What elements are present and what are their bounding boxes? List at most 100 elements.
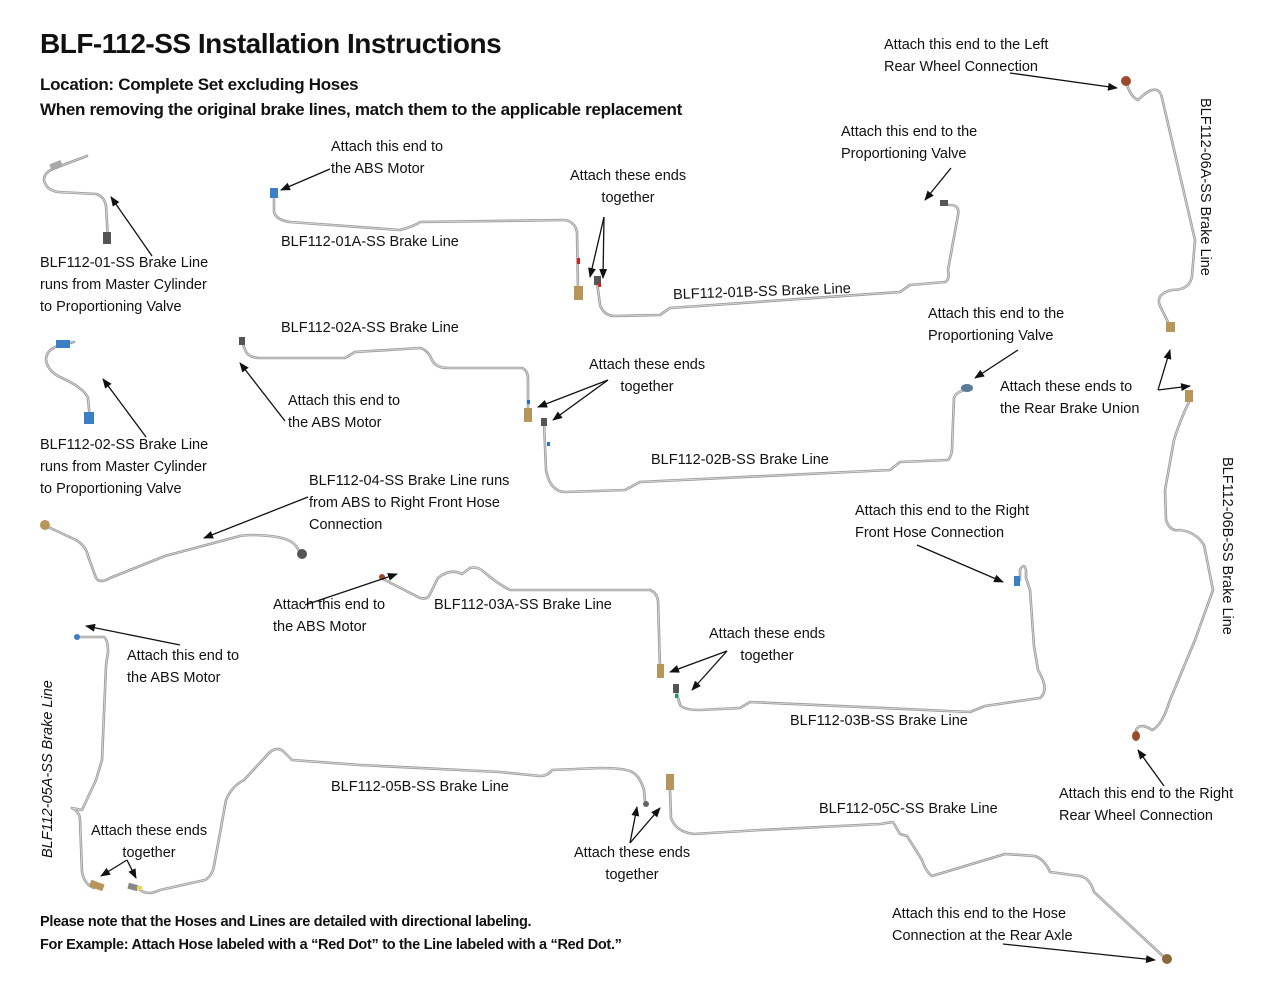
brake-line-03b bbox=[673, 564, 1046, 714]
fitting-blue bbox=[74, 634, 80, 640]
fitting-blue bbox=[56, 340, 70, 348]
label-05a-abs-motor: Attach this end to the ABS Motor bbox=[127, 648, 240, 686]
fitting bbox=[940, 200, 948, 206]
fitting bbox=[961, 384, 973, 392]
fitting-blue bbox=[1014, 576, 1020, 586]
brake-line-02a bbox=[239, 337, 532, 422]
fitting bbox=[103, 232, 111, 244]
label-01-together: Attach these ends together bbox=[570, 168, 687, 206]
pipe-highlight bbox=[71, 636, 109, 889]
fitting bbox=[594, 276, 601, 285]
green-dot-marker bbox=[675, 694, 678, 698]
fitting-brass bbox=[1185, 390, 1193, 402]
fitting bbox=[673, 684, 679, 693]
pipe bbox=[1134, 400, 1215, 732]
label-06-rear-brake-union: Attach these ends to the Rear Brake Unio… bbox=[1000, 379, 1140, 417]
pipe bbox=[1125, 82, 1197, 332]
fitting-blue bbox=[270, 188, 278, 198]
label-05c-rear-axle: Attach this end to the Hose Connection a… bbox=[892, 906, 1073, 944]
yellow-dot-marker bbox=[137, 886, 142, 890]
label-blf112-02a: BLF112-02A-SS Brake Line bbox=[281, 320, 459, 336]
fitting-brass bbox=[1162, 954, 1172, 964]
arrow bbox=[239, 362, 286, 422]
label-05ab-together: Attach these ends together bbox=[91, 823, 208, 861]
label-blf112-03a: BLF112-03A-SS Brake Line bbox=[434, 597, 612, 613]
label-02a-abs-motor: Attach this end to the ABS Motor bbox=[288, 393, 401, 431]
pipe-highlight bbox=[139, 748, 646, 894]
fitting-brass bbox=[657, 664, 664, 678]
arrow bbox=[974, 349, 1019, 379]
arrow bbox=[916, 544, 1004, 583]
label-blf112-05c: BLF112-05C-SS Brake Line bbox=[819, 801, 998, 817]
fitting bbox=[297, 549, 307, 559]
fitting bbox=[127, 882, 139, 892]
fitting-copper bbox=[1132, 731, 1140, 741]
pipe-highlight bbox=[596, 203, 959, 317]
label-blf112-02: BLF112-02-SS Brake Line runs from Master… bbox=[40, 437, 209, 497]
brake-line-01 bbox=[42, 154, 111, 244]
label-02-together: Attach these ends together bbox=[589, 357, 706, 395]
brake-line-03a bbox=[379, 566, 664, 678]
pipe-highlight bbox=[43, 155, 109, 241]
footer-example: For Example: Attach Hose labeled with a … bbox=[40, 937, 622, 953]
fitting-brass bbox=[666, 774, 674, 790]
label-blf112-01: BLF112-01-SS Brake Line runs from Master… bbox=[40, 255, 209, 315]
arrow bbox=[599, 216, 608, 279]
fitting-brass bbox=[574, 286, 583, 300]
fitting bbox=[239, 337, 245, 345]
pipe-highlight bbox=[1126, 83, 1196, 331]
pipe-highlight bbox=[45, 341, 91, 421]
blue-dot-marker bbox=[527, 400, 530, 404]
label-05bc-together: Attach these ends together bbox=[574, 845, 691, 883]
brake-line-06b bbox=[1132, 390, 1215, 741]
label-blf112-02b: BLF112-02B-SS Brake Line bbox=[651, 452, 829, 468]
pipe-highlight bbox=[382, 567, 661, 669]
instruction-subtitle: When removing the original brake lines, … bbox=[40, 100, 682, 119]
brake-line-05b bbox=[127, 747, 649, 895]
arrow bbox=[126, 859, 137, 879]
brake-line-02b bbox=[541, 384, 973, 494]
blue-dot-marker bbox=[547, 442, 550, 446]
arrow bbox=[304, 573, 398, 606]
fitting-brass bbox=[89, 879, 105, 892]
label-01b-proportioning-valve: Attach this end to the Proportioning Val… bbox=[841, 124, 978, 162]
label-03b-right-front-hose: Attach this end to the Right Front Hose … bbox=[855, 503, 1030, 541]
arrow bbox=[1157, 383, 1191, 392]
pipe-highlight bbox=[675, 565, 1045, 713]
brake-line-04 bbox=[40, 520, 307, 583]
label-blf112-05b: BLF112-05B-SS Brake Line bbox=[331, 779, 509, 795]
arrow bbox=[924, 167, 952, 201]
label-03a-abs-motor: Attach this end to the ABS Motor bbox=[273, 597, 386, 635]
arrow bbox=[102, 378, 147, 438]
arrow bbox=[203, 496, 309, 539]
page-title: BLF-112-SS Installation Instructions bbox=[40, 28, 502, 59]
callout-arrows bbox=[85, 72, 1191, 964]
arrow bbox=[280, 168, 331, 191]
pipe-highlight bbox=[273, 195, 579, 291]
brake-line-01a bbox=[270, 188, 583, 300]
pipe-highlight bbox=[669, 789, 1166, 959]
pipe-highlight bbox=[45, 525, 301, 582]
pipe-highlight bbox=[1135, 401, 1214, 731]
arrow bbox=[629, 806, 640, 844]
pipe-highlight bbox=[241, 341, 529, 411]
red-dot-marker bbox=[577, 258, 580, 264]
pipe-highlight bbox=[543, 389, 966, 493]
arrow bbox=[537, 379, 609, 408]
label-blf112-05a: BLF112-05A-SS Brake Line bbox=[40, 680, 56, 858]
location-subtitle: Location: Complete Set excluding Hoses bbox=[40, 75, 359, 94]
footer-note: Please note that the Hoses and Lines are… bbox=[40, 914, 532, 930]
label-blf112-06b: BLF112-06B-SS Brake Line bbox=[1219, 457, 1235, 635]
fitting-brass bbox=[40, 520, 50, 530]
fitting-copper bbox=[1121, 76, 1131, 86]
fitting-brass bbox=[1166, 322, 1175, 332]
arrow bbox=[1137, 749, 1165, 787]
label-03-together: Attach these ends together bbox=[709, 626, 826, 664]
fitting bbox=[49, 159, 64, 171]
arrow bbox=[110, 196, 153, 257]
arrow bbox=[669, 650, 728, 673]
pipe bbox=[381, 566, 662, 670]
label-02b-proportioning-valve: Attach this end to the Proportioning Val… bbox=[928, 306, 1065, 344]
label-01a-abs-motor: Attach this end to the ABS Motor bbox=[331, 139, 444, 177]
